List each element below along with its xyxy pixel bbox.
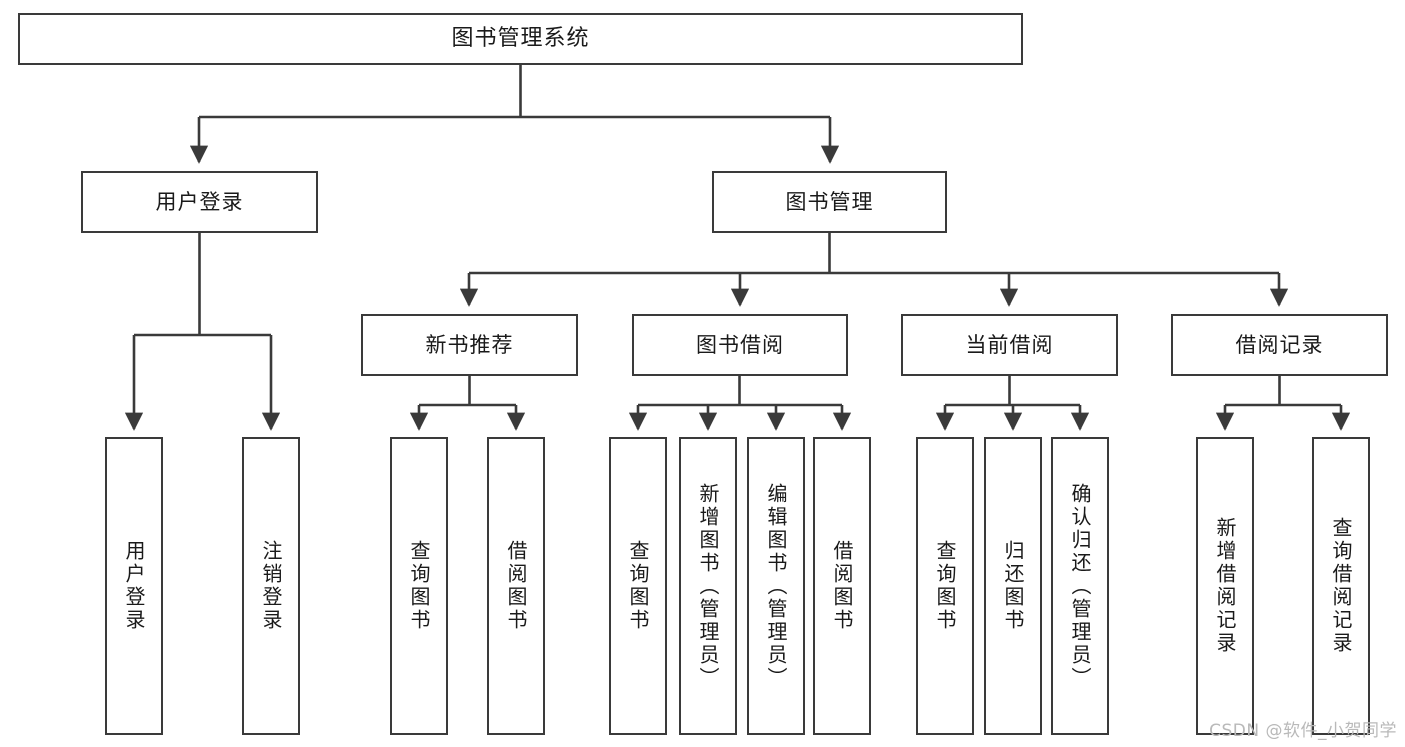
node-label: 查询图书 [407, 540, 431, 632]
node-label: 图书管理系统 [451, 26, 590, 52]
leaf-query-borrow-record[interactable]: 查询借阅记录 [1312, 437, 1370, 735]
node-label: 新增借阅记录 [1213, 517, 1237, 655]
node-label: 借阅记录 [1235, 332, 1324, 357]
leaf-query-book-new-recommend[interactable]: 查询图书 [390, 437, 448, 735]
node-label: 查询图书 [626, 540, 650, 632]
leaf-query-book-current[interactable]: 查询图书 [916, 437, 974, 735]
node-user-login[interactable]: 用户登录 [81, 171, 318, 233]
leaf-borrow-book-new-recommend[interactable]: 借阅图书 [487, 437, 545, 735]
leaf-logout-login[interactable]: 注销登录 [242, 437, 300, 735]
leaf-return-book[interactable]: 归还图书 [984, 437, 1042, 735]
node-book-manage[interactable]: 图书管理 [712, 171, 947, 233]
node-new-book-recommend[interactable]: 新书推荐 [361, 314, 578, 376]
node-label: 归还图书 [1001, 540, 1025, 632]
node-label: 确认归还（管理员） [1068, 482, 1092, 690]
leaf-user-login[interactable]: 用户登录 [105, 437, 163, 735]
node-label: 借阅图书 [830, 540, 854, 632]
leaf-edit-book-admin[interactable]: 编辑图书（管理员） [747, 437, 805, 735]
node-current-borrow[interactable]: 当前借阅 [901, 314, 1118, 376]
node-root-book-management-system[interactable]: 图书管理系统 [18, 13, 1023, 65]
node-label: 查询借阅记录 [1329, 517, 1353, 655]
node-label: 注销登录 [259, 540, 283, 632]
node-borrow-record[interactable]: 借阅记录 [1171, 314, 1388, 376]
leaf-query-book-borrow[interactable]: 查询图书 [609, 437, 667, 735]
node-book-borrow[interactable]: 图书借阅 [632, 314, 848, 376]
node-label: 用户登录 [155, 189, 244, 214]
node-label: 查询图书 [933, 540, 957, 632]
node-label: 图书管理 [785, 189, 874, 214]
node-label: 新增图书（管理员） [696, 482, 720, 690]
leaf-borrow-book[interactable]: 借阅图书 [813, 437, 871, 735]
csdn-watermark: CSDN @软件_小贺同学 [1209, 721, 1397, 741]
leaf-add-book-admin[interactable]: 新增图书（管理员） [679, 437, 737, 735]
node-label: 用户登录 [122, 540, 146, 632]
node-label: 图书借阅 [696, 332, 784, 357]
node-label: 借阅图书 [504, 540, 528, 632]
node-label: 编辑图书（管理员） [764, 482, 788, 690]
node-label: 当前借阅 [965, 332, 1054, 357]
node-label: 新书推荐 [425, 332, 514, 357]
leaf-add-borrow-record[interactable]: 新增借阅记录 [1196, 437, 1254, 735]
leaf-confirm-return-admin[interactable]: 确认归还（管理员） [1051, 437, 1109, 735]
